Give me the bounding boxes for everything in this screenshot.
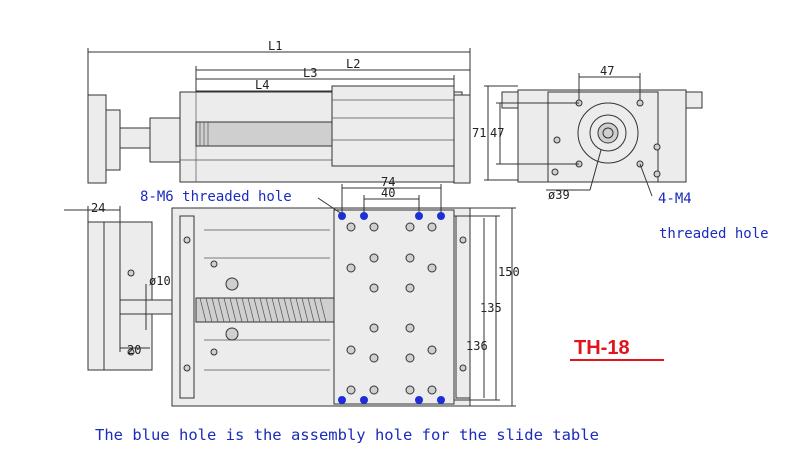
assembly-hole xyxy=(338,212,346,220)
dim-20: 20 xyxy=(127,343,141,357)
dim-l1: L1 xyxy=(268,39,282,53)
dim-l3: L3 xyxy=(303,66,317,80)
m4-hole-tr xyxy=(636,99,644,107)
motor-mount-plate xyxy=(87,221,105,371)
bearing-block xyxy=(149,117,181,163)
slide-table xyxy=(333,209,455,405)
dim-40: 40 xyxy=(381,186,395,200)
dim-24: 24 xyxy=(91,201,105,215)
end-tab-right xyxy=(685,91,703,109)
m6-callout: 8-M6 threaded hole xyxy=(140,189,292,205)
end-tab-left xyxy=(501,91,519,109)
slide-table-side xyxy=(331,85,455,167)
bore-outer xyxy=(577,102,639,164)
dim-135: 135 xyxy=(480,301,502,315)
end-cap-left xyxy=(179,215,195,399)
shaft xyxy=(119,299,181,315)
dim-150: 150 xyxy=(498,265,520,279)
dim-d39: ø39 xyxy=(548,188,570,202)
dim-l4: L4 xyxy=(255,78,269,92)
dim-136: 136 xyxy=(466,339,488,353)
assembly-hole xyxy=(415,396,423,404)
assembly-hole xyxy=(437,212,445,220)
dim-47-side: 47 xyxy=(490,126,504,140)
motor-flange xyxy=(103,221,153,371)
dim-d10: ø10 xyxy=(149,274,171,288)
assembly-hole xyxy=(415,212,423,220)
dim-l2: L2 xyxy=(346,57,360,71)
assembly-holes xyxy=(338,212,445,404)
assembly-hole xyxy=(437,396,445,404)
side-view: L1 L2 L3 L4 xyxy=(87,39,471,184)
dim-71: 71 xyxy=(472,126,486,140)
assembly-hole xyxy=(360,212,368,220)
bore xyxy=(597,122,619,144)
left-bracket xyxy=(105,109,121,171)
m4-threaded-callout: threaded hole xyxy=(659,226,769,242)
end-view: 47 71 47 ø39 4-M4 xyxy=(472,64,703,207)
assembly-hole xyxy=(360,396,368,404)
dim-74: 74 xyxy=(381,175,395,189)
left-end-plate xyxy=(87,94,107,184)
rail-hole-bottom xyxy=(225,327,239,341)
caption: The blue hole is the assembly hole for t… xyxy=(95,426,599,444)
lead-screw xyxy=(195,121,333,147)
model-title: TH-18 xyxy=(574,337,630,359)
assembly-hole xyxy=(338,396,346,404)
rail-hole-top xyxy=(225,277,239,291)
dim-47-top: 47 xyxy=(600,64,614,78)
m4-callout: 4-M4 xyxy=(658,191,692,207)
right-end-plate xyxy=(453,94,471,184)
plan-view: 74 40 150 135 136 24 ø10 20 xyxy=(64,175,520,407)
